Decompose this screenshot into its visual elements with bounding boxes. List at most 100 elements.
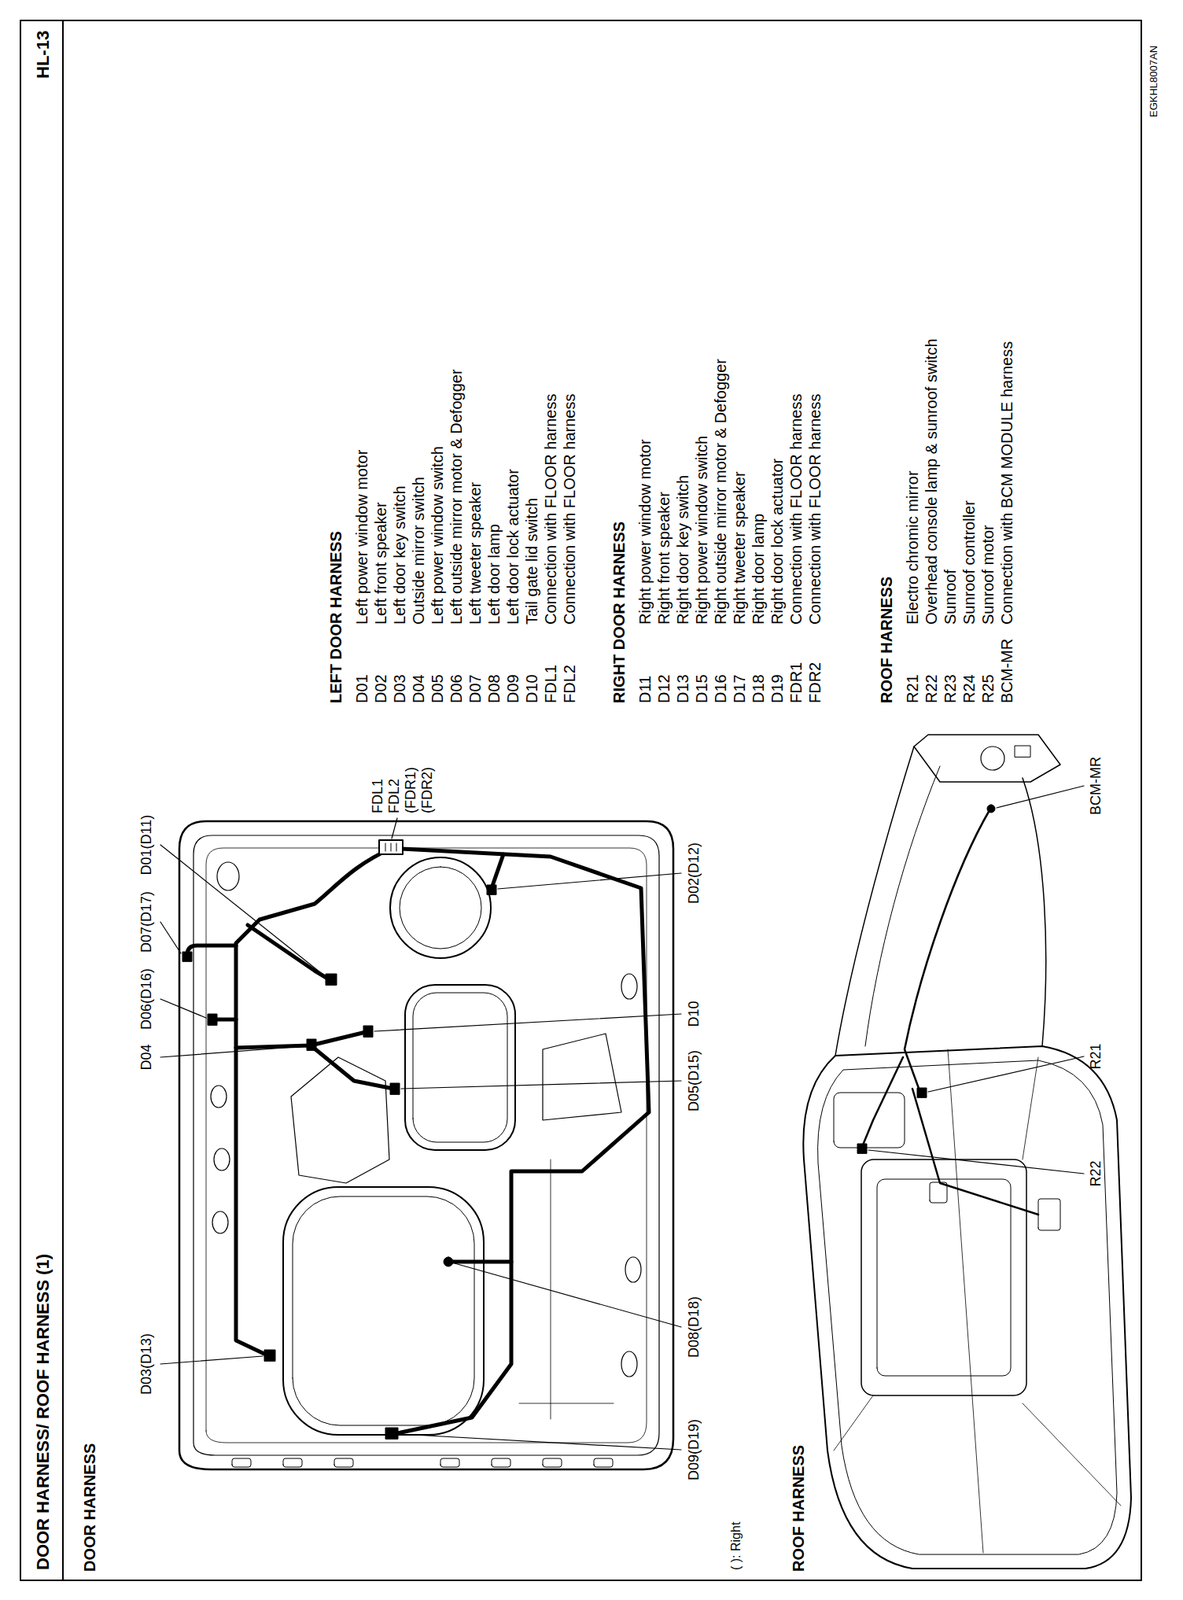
windshield-header — [865, 766, 940, 1047]
label-slot: Tail gate lid switch — [522, 497, 542, 625]
flange-slot — [440, 1458, 460, 1467]
connector-description: Connection with BCM MODULE harness — [997, 341, 1017, 625]
label-slot: R25 — [978, 674, 998, 704]
label-slot: R21 — [902, 674, 922, 704]
door-panel-flange — [193, 835, 660, 1456]
callout-label: D06(D16) — [138, 968, 156, 1030]
connector-symbol — [207, 1013, 218, 1025]
page-number: HL-13 — [33, 30, 54, 79]
sunroof-glass — [877, 1179, 1011, 1376]
connector-symbol — [325, 973, 337, 985]
label-slot: DOOR HARNESS/ ROOF HARNESS (1) — [33, 1253, 54, 1570]
label-slot: RIGHT DOOR HARNESS — [609, 521, 629, 704]
flange-slot — [491, 1458, 511, 1467]
connector-description: Connection with FLOOR harness — [805, 394, 825, 625]
callout-label: D09(D19) — [685, 1418, 704, 1481]
roof-panel-rib — [833, 1049, 1121, 1553]
connector-description: Connection with FLOOR harness — [560, 394, 579, 625]
leader-line — [928, 1056, 1084, 1092]
connector-code: D11 — [635, 675, 655, 704]
connector-label: (FDR2) — [419, 766, 437, 814]
connector-description: Left door lock actuator — [503, 468, 523, 625]
door-service-opening — [405, 984, 516, 1150]
connector-code: D12 — [654, 674, 674, 704]
label-slot: D03(D13) — [138, 1333, 156, 1395]
connector-label: FDL2 — [386, 778, 404, 814]
callout-label: R22 — [1087, 1160, 1106, 1187]
floor-connector-ribs — [385, 843, 397, 852]
panel-hole — [210, 1085, 227, 1108]
label-slot: Outside mirror switch — [409, 476, 428, 625]
label-slot: D13 — [673, 674, 693, 704]
label-slot: BCM-MR — [1087, 756, 1106, 815]
harness-branch — [491, 854, 504, 889]
connector-description: Sunroof controller — [959, 500, 979, 625]
label-slot: FDL2 — [560, 664, 579, 704]
label-slot: D10 — [685, 1000, 704, 1027]
label-slot: D08 — [484, 674, 504, 704]
section-heading: DOOR HARNESS — [80, 1443, 100, 1572]
connector-code: R22 — [921, 674, 941, 704]
label-slot: HL-13 — [33, 30, 54, 79]
label-slot: Right outside mirror motor & Defogger — [711, 358, 730, 625]
connector-description: Right tweeter speaker — [729, 471, 749, 625]
roof-panel-edge — [818, 1060, 1117, 1555]
header-rule — [62, 20, 64, 1581]
connector-symbol — [390, 1083, 400, 1095]
connector-description: Right door lamp — [748, 513, 768, 625]
label-slot: D09(D19) — [685, 1418, 704, 1481]
flange-slot — [232, 1458, 251, 1467]
connector-code: D04 — [409, 674, 428, 704]
panel-hole — [625, 1256, 642, 1283]
connector-code: D09 — [503, 674, 523, 704]
label-slot: D02 — [371, 674, 391, 704]
label-slot: D15 — [692, 674, 712, 704]
pillar-slot — [1014, 745, 1031, 757]
label-slot: Right door lock actuator — [767, 458, 787, 625]
label-slot: D19 — [767, 674, 787, 704]
connector-code: D10 — [522, 674, 542, 704]
label-slot: Connection with FLOOR harness — [786, 394, 806, 625]
label-slot: Left power window motor — [352, 449, 372, 625]
connector-description: Right door key switch — [673, 475, 693, 625]
label-slot: Right tweeter speaker — [729, 471, 749, 625]
connector-symbol — [264, 1349, 276, 1361]
leader-line — [399, 1433, 682, 1450]
label-slot: (FDR1) — [402, 766, 421, 814]
label-slot: D03 — [390, 674, 410, 704]
sunroof-motor — [1038, 1198, 1061, 1231]
label-slot: D07(D17) — [138, 891, 156, 953]
connector-description: Overhead console lamp & sunroof switch — [921, 338, 941, 625]
speaker-hole-edge — [399, 866, 482, 949]
label-slot: Connection with FLOOR harness — [560, 394, 579, 625]
label-slot: R23 — [940, 674, 960, 704]
label-slot: Right door key switch — [673, 475, 693, 625]
door-opening-edge — [412, 992, 508, 1143]
door-panel-inner-edge — [206, 847, 647, 1443]
connector-description: Left front speaker — [371, 501, 391, 625]
label-slot: Right door lamp — [748, 513, 768, 625]
label-slot: D06(D16) — [138, 968, 156, 1030]
label-slot: EGKHL8007AN — [1147, 45, 1161, 118]
floor-connector — [379, 840, 403, 855]
label-slot: FDL2 — [386, 778, 404, 814]
connector-description: Electro chromic mirror — [902, 470, 922, 625]
label-slot: Left door key switch — [390, 485, 410, 625]
label-slot: Connection with FLOOR harness — [541, 394, 561, 625]
page-frame — [20, 20, 1142, 1581]
harness-branch — [452, 1260, 512, 1265]
leader-line — [868, 1149, 1084, 1174]
connector-symbol — [857, 1143, 867, 1154]
label-slot: R24 — [959, 674, 979, 704]
label-slot: Sunroof controller — [959, 500, 979, 625]
label-slot: R21 — [1087, 1042, 1106, 1069]
roof-side-rail — [1022, 777, 1047, 1047]
connector-code: D01 — [352, 674, 372, 704]
label-slot: Left outside mirror motor & Defogger — [446, 368, 466, 625]
roof-harness — [912, 1088, 1039, 1215]
speaker-hole — [390, 857, 491, 959]
connector-description: Left door lamp — [484, 523, 504, 625]
connector-symbol — [182, 951, 192, 962]
